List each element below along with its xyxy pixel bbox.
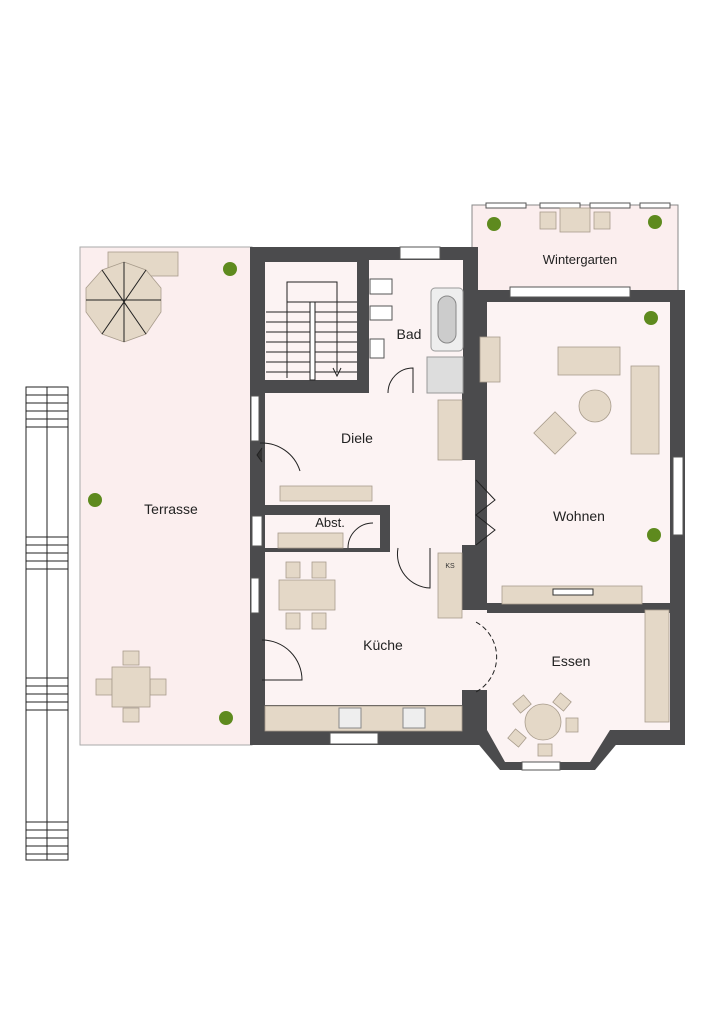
- room-label-kueche: Küche: [363, 637, 403, 653]
- windows: [250, 246, 684, 771]
- terrace-table-icon: [95, 650, 167, 723]
- parasol-icon: [85, 251, 179, 343]
- wintergarden-table-icon: [539, 207, 611, 233]
- room-label-diele: Diele: [341, 430, 373, 446]
- plant-icon: [219, 711, 233, 725]
- room-label-terrasse: Terrasse: [144, 501, 198, 517]
- doors: [256, 442, 498, 693]
- room-label-wintergarten: Wintergarten: [543, 252, 617, 267]
- plant-icons: [88, 215, 662, 725]
- bathroom-fixtures: [369, 278, 464, 394]
- room-label-wohnen: Wohnen: [553, 508, 605, 524]
- plant-icon: [644, 311, 658, 325]
- sink-icon: [338, 707, 362, 729]
- plant-icon: [647, 528, 661, 542]
- furniture: KS: [264, 336, 670, 757]
- plant-icon: [88, 493, 102, 507]
- plant-icon: [223, 262, 237, 276]
- stove-icon: [402, 707, 426, 729]
- room-label-bad: Bad: [397, 326, 422, 342]
- interior-stairs: [266, 281, 357, 381]
- room-label-abstellraum: Abst.: [315, 515, 345, 530]
- exterior-staircase: [25, 386, 69, 861]
- fridge-label: KS: [445, 563, 455, 570]
- plant-icon: [487, 217, 501, 231]
- plant-icon: [648, 215, 662, 229]
- room-label-essen: Essen: [552, 653, 591, 669]
